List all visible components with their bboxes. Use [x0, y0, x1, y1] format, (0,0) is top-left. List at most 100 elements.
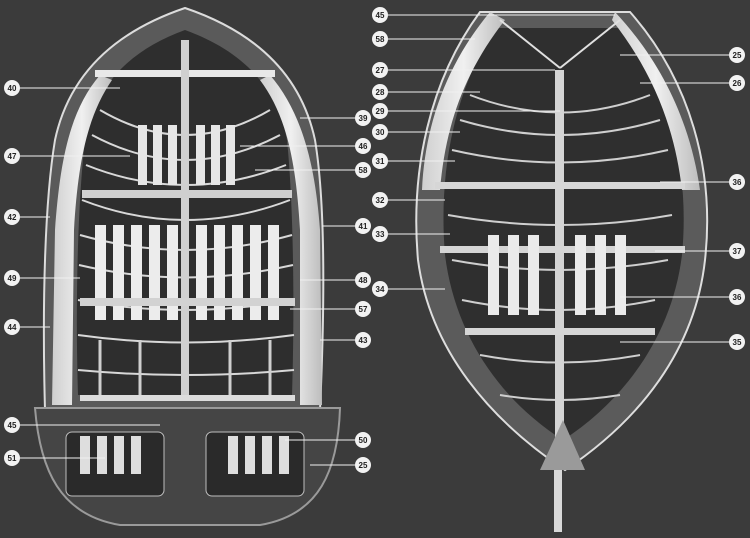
callout-number: 34 — [376, 285, 385, 294]
callout-number: 30 — [376, 128, 385, 137]
left-callout-42: 42 — [4, 209, 50, 225]
callout-number: 44 — [8, 323, 17, 332]
callout-number: 45 — [376, 11, 385, 20]
callout-number: 33 — [376, 230, 385, 239]
callout-number: 42 — [8, 213, 17, 222]
left-callout-49: 49 — [4, 270, 80, 286]
right-gunwale-port — [422, 12, 505, 190]
right-callout-34: 34 — [372, 281, 445, 297]
right-callout-31: 31 — [372, 153, 455, 169]
right-callout-32: 32 — [372, 192, 445, 208]
callout-disc — [729, 289, 745, 305]
callout-disc — [372, 124, 388, 140]
left-callout-47: 47 — [4, 148, 130, 164]
callout-number: 43 — [359, 336, 368, 345]
left-callout-48: 48 — [300, 272, 371, 288]
callout-number: 27 — [376, 66, 385, 75]
callout-number: 25 — [733, 51, 742, 60]
callout-disc — [4, 209, 20, 225]
right-callout-27: 27 — [372, 62, 555, 78]
callout-disc — [355, 218, 371, 234]
callout-disc — [355, 162, 371, 178]
left-callout-40: 40 — [4, 80, 120, 96]
callout-disc — [355, 301, 371, 317]
left-callout-44: 44 — [4, 319, 50, 335]
left-callout-58: 58 — [255, 162, 371, 178]
left-callout-25: 25 — [310, 457, 371, 473]
callout-number: 41 — [359, 222, 368, 231]
callout-disc — [372, 84, 388, 100]
callout-number: 39 — [359, 114, 368, 123]
callout-disc — [372, 7, 388, 23]
callout-number: 51 — [8, 454, 17, 463]
right-callout-29: 29 — [372, 103, 560, 119]
right-callout-33: 33 — [372, 226, 450, 242]
callout-disc — [372, 226, 388, 242]
callout-disc — [729, 47, 745, 63]
right-callout-25: 25 — [620, 47, 745, 63]
callout-number: 57 — [359, 305, 368, 314]
left-callout-50: 50 — [285, 432, 371, 448]
left-callout-43: 43 — [320, 332, 371, 348]
callout-disc — [372, 153, 388, 169]
callout-number: 36 — [733, 293, 742, 302]
callout-disc — [4, 319, 20, 335]
left-boat — [33, 6, 342, 526]
callout-number: 49 — [8, 274, 17, 283]
callout-disc — [4, 270, 20, 286]
left-callout-39: 39 — [300, 110, 371, 126]
callout-disc — [355, 138, 371, 154]
callout-disc — [4, 80, 20, 96]
left-callout-57: 57 — [290, 301, 371, 317]
callout-number: 25 — [359, 461, 368, 470]
callout-number: 26 — [733, 79, 742, 88]
left-callout-41: 41 — [322, 218, 371, 234]
left-gunwale-port — [52, 75, 112, 405]
callout-number: 36 — [733, 178, 742, 187]
callout-disc — [372, 192, 388, 208]
callout-disc — [355, 432, 371, 448]
callout-number: 58 — [376, 35, 385, 44]
callout-number: 50 — [359, 436, 368, 445]
callout-disc — [355, 272, 371, 288]
right-callout-group: 45 58 25 27 26 28 29 30 31 36 32 33 37 34 36 35 — [372, 7, 745, 350]
callout-number: 31 — [376, 157, 385, 166]
callout-number: 46 — [359, 142, 368, 151]
right-callout-36: 36 — [620, 289, 745, 305]
left-gunwale-starboard — [260, 75, 322, 405]
callout-number: 40 — [8, 84, 17, 93]
callout-disc — [372, 281, 388, 297]
callout-number: 58 — [359, 166, 368, 175]
callout-number: 47 — [8, 152, 17, 161]
callout-disc — [729, 75, 745, 91]
callout-disc — [355, 457, 371, 473]
callout-disc — [372, 103, 388, 119]
callout-number: 48 — [359, 276, 368, 285]
left-callout-group: 40 39 47 46 58 42 41 49 48 57 44 43 45 50 51 25 — [4, 80, 371, 473]
callout-number: 28 — [376, 88, 385, 97]
right-callout-45: 45 — [372, 7, 615, 23]
callout-number: 29 — [376, 107, 385, 116]
callout-disc — [4, 450, 20, 466]
callout-disc — [729, 243, 745, 259]
callout-number: 37 — [733, 247, 742, 256]
right-callout-28: 28 — [372, 84, 480, 100]
callout-disc — [4, 148, 20, 164]
right-boat — [415, 11, 709, 532]
right-callout-58: 58 — [372, 31, 475, 47]
left-callout-51: 51 — [4, 450, 105, 466]
left-callout-45: 45 — [4, 417, 160, 433]
callout-number: 45 — [8, 421, 17, 430]
right-callout-30: 30 — [372, 124, 460, 140]
callout-number: 32 — [376, 196, 385, 205]
callout-disc — [372, 62, 388, 78]
callout-disc — [729, 174, 745, 190]
right-callout-35: 35 — [620, 334, 745, 350]
right-callout-36: 36 — [660, 174, 745, 190]
callout-disc — [729, 334, 745, 350]
right-callout-37: 37 — [655, 243, 745, 259]
right-gunwale-starboard — [612, 12, 700, 190]
callout-disc — [372, 31, 388, 47]
